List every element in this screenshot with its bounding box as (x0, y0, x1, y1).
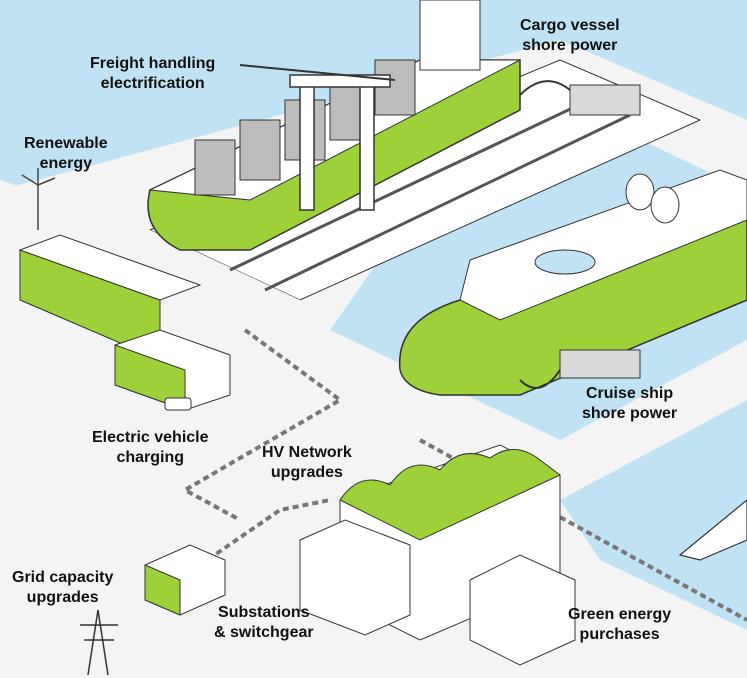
label-grid-capacity: Grid capacity upgrades (12, 568, 113, 608)
crane-rail-2 (264, 113, 631, 292)
label-substations-line2: & switchgear (214, 624, 314, 641)
label-cruise-shore-power-line2: shore power (582, 405, 678, 422)
label-cruise-shore-power-line1: Cruise ship (586, 385, 674, 402)
warehouse (18, 234, 231, 411)
cruise-ship-pool (534, 249, 596, 275)
label-hv-network-line1: HV Network (262, 444, 352, 461)
cruise-shore-power-unit (559, 349, 641, 379)
label-grid-capacity-line1: Grid capacity (12, 569, 114, 586)
label-cargo-shore-power-line2: shore power (522, 37, 618, 54)
label-ev-charging-line2: charging (116, 449, 185, 466)
green-roof-warehouse (299, 444, 576, 666)
label-ev-charging-line1: Electric vehicle (92, 429, 209, 446)
crane-rail-1 (229, 93, 601, 272)
label-green-energy-line1: Green energy (568, 606, 672, 623)
cargo-shore-power-unit (569, 84, 641, 116)
cruise-shore-power-cable (519, 369, 561, 389)
label-green-energy: Green energy purchases (568, 605, 671, 645)
yacht (678, 499, 747, 561)
label-hv-network: HV Network upgrades (262, 443, 352, 483)
label-ev-charging: Electric vehicle charging (92, 428, 209, 468)
label-renewable-energy: Renewable energy (24, 134, 108, 174)
label-freight-handling-line2: electrification (100, 75, 205, 92)
water-bottom-right (560, 400, 747, 630)
substation (144, 544, 226, 616)
freight-crane (239, 64, 396, 211)
label-grid-capacity-line2: upgrades (26, 589, 99, 606)
label-green-energy-line2: purchases (579, 626, 660, 643)
label-renewable-energy-line2: energy (39, 155, 93, 172)
wind-turbine (21, 168, 56, 230)
cargo-ship-bridge (419, 0, 481, 71)
label-substations-line1: Substations (218, 604, 310, 621)
label-freight-handling: Freight handling electrification (90, 54, 215, 94)
water-top (0, 0, 747, 190)
label-cargo-shore-power-line1: Cargo vessel (520, 17, 620, 34)
label-substations: Substations & switchgear (214, 603, 314, 643)
label-cargo-shore-power: Cargo vessel shore power (520, 16, 620, 56)
electric-vehicle (164, 397, 192, 411)
label-cruise-shore-power: Cruise ship shore power (582, 384, 677, 424)
cruise-ship-funnel-2 (650, 186, 680, 224)
cargo-shore-power-cable (519, 80, 571, 96)
label-renewable-energy-line1: Renewable (24, 135, 108, 152)
transmission-pylon (80, 609, 118, 676)
label-freight-handling-line1: Freight handling (90, 55, 216, 72)
label-hv-network-line2: upgrades (270, 464, 343, 481)
cruise-ship-funnel-1 (625, 173, 655, 211)
